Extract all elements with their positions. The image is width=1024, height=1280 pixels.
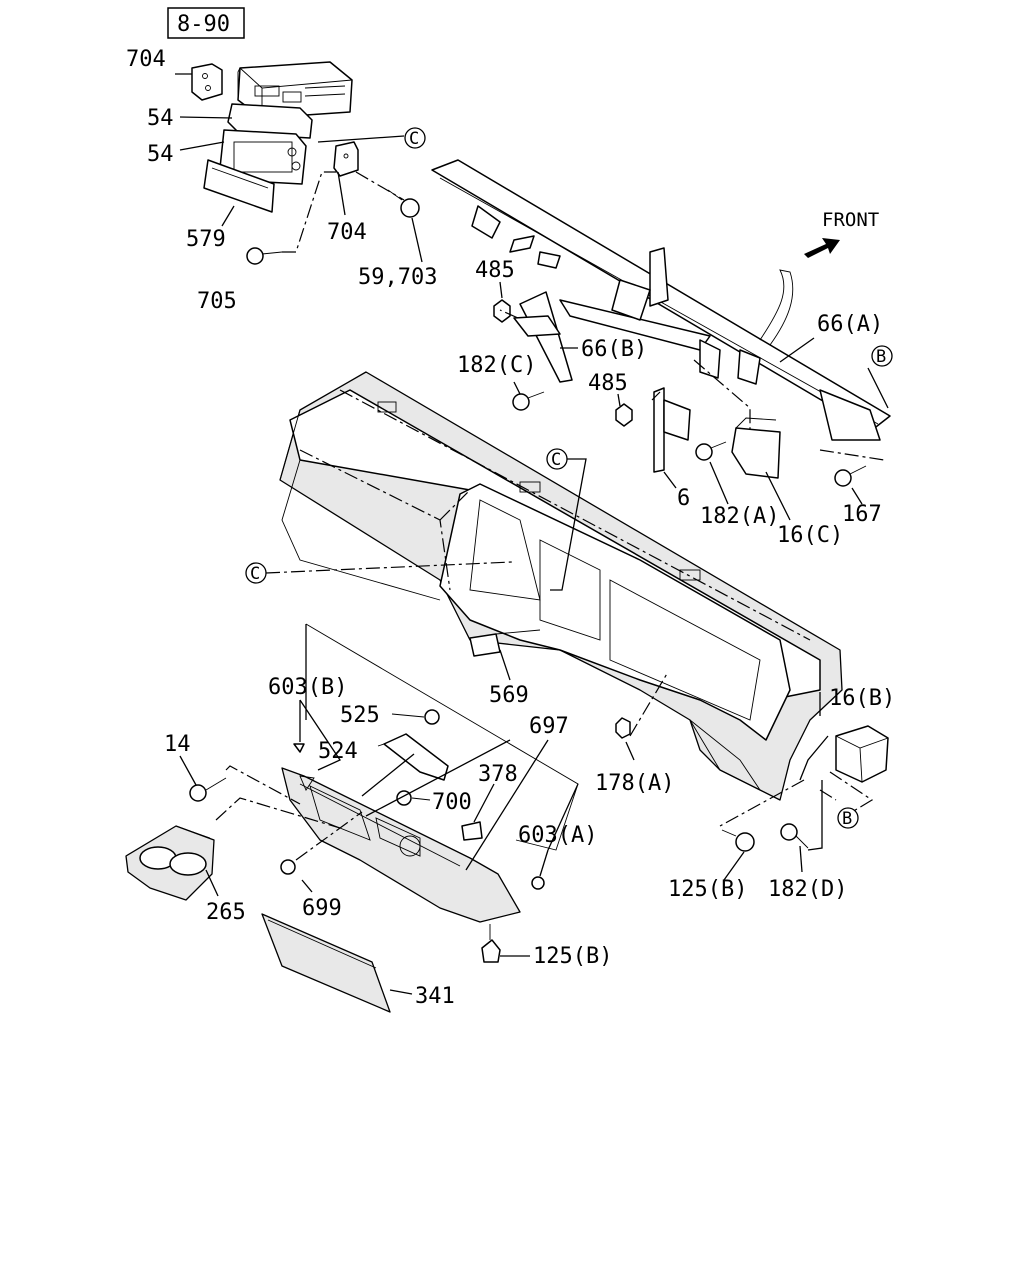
label-700: 700 xyxy=(432,790,472,815)
label-603b: 603(B) xyxy=(268,675,347,700)
ref-marker-c-1: C xyxy=(404,127,426,149)
glove-box-lid-341 xyxy=(261,913,413,1013)
ref-marker-c-3-text: C xyxy=(250,564,260,584)
label-603a: 603(A) xyxy=(518,823,597,848)
ref-marker-b-2-text: B xyxy=(842,809,852,829)
label-569: 569 xyxy=(489,683,529,708)
ref-marker-c-1-text: C xyxy=(409,129,419,149)
bumper-699 xyxy=(280,811,363,893)
label-66b: 66(B) xyxy=(581,337,647,362)
label-125b-bottom: 125(B) xyxy=(533,944,612,969)
reference-box-text: 8-90 xyxy=(177,12,230,37)
bracket-16b xyxy=(835,725,889,783)
bracket-66b xyxy=(513,291,573,383)
nut-178a xyxy=(615,671,669,761)
label-705: 705 xyxy=(197,289,237,314)
bolt-167 xyxy=(834,465,867,487)
label-54-upper: 54 xyxy=(147,106,174,131)
label-524: 524 xyxy=(318,739,358,764)
label-378: 378 xyxy=(478,762,518,787)
label-125b-right: 125(B) xyxy=(668,877,747,902)
front-arrow: FRONT xyxy=(804,209,879,258)
screw-59-703 xyxy=(387,189,420,218)
part-labels: 704 54 54 579 704 705 59,703 485 66(A) 6… xyxy=(126,47,895,1009)
tape-378 xyxy=(461,783,495,841)
reference-box: 8-90 xyxy=(167,7,245,39)
bolt-182d xyxy=(780,823,809,849)
pocket-524 xyxy=(377,733,449,781)
label-66a: 66(A) xyxy=(817,312,883,337)
ref-marker-c-2: C xyxy=(546,448,587,591)
label-16b: 16(B) xyxy=(829,686,895,711)
label-697: 697 xyxy=(529,714,569,739)
label-59-703: 59,703 xyxy=(358,265,437,290)
bracket-704-left xyxy=(191,63,223,101)
clip-125b-bottom xyxy=(481,924,530,963)
bracket-16c xyxy=(731,417,781,479)
clip-125b-right xyxy=(721,829,755,852)
ref-marker-b-1-text: B xyxy=(876,347,886,367)
instrument-panel xyxy=(279,371,843,801)
label-704-right: 704 xyxy=(327,220,367,245)
radio-unit xyxy=(237,61,353,119)
label-54-lower: 54 xyxy=(147,142,174,167)
ref-marker-b-2: B xyxy=(837,807,859,829)
bracket-704-right xyxy=(333,141,359,177)
clip-603a xyxy=(531,849,549,890)
cup-holder-265 xyxy=(125,797,341,901)
cross-car-beam xyxy=(431,159,891,441)
label-182c: 182(C) xyxy=(457,353,536,378)
ref-marker-c-2-text: C xyxy=(551,450,561,470)
label-6: 6 xyxy=(677,486,690,511)
bolt-182a xyxy=(695,441,727,461)
nut-485-upper xyxy=(493,299,511,323)
label-16c: 16(C) xyxy=(777,523,843,548)
label-265: 265 xyxy=(206,900,246,925)
label-525: 525 xyxy=(340,703,380,728)
label-341: 341 xyxy=(415,984,455,1009)
label-167: 167 xyxy=(842,502,882,527)
nut-485-lower xyxy=(615,403,633,427)
label-14: 14 xyxy=(164,732,191,757)
label-485-upper: 485 xyxy=(475,258,515,283)
label-485-lower: 485 xyxy=(588,371,628,396)
bolt-14 xyxy=(179,755,301,805)
label-178a: 178(A) xyxy=(595,771,674,796)
label-182a: 182(A) xyxy=(700,504,779,529)
front-label: FRONT xyxy=(822,209,879,231)
lower-panel-697 xyxy=(281,767,521,923)
screw-705 xyxy=(246,247,283,265)
label-704-left: 704 xyxy=(126,47,166,72)
label-579: 579 xyxy=(186,227,226,252)
label-699: 699 xyxy=(302,896,342,921)
bracket-569 xyxy=(469,629,541,657)
glove-box-frame-outline xyxy=(305,623,579,851)
ref-marker-c-3: C xyxy=(245,561,513,584)
screw-525 xyxy=(391,709,440,725)
panel-579 xyxy=(203,159,275,213)
bolt-182c xyxy=(512,391,545,411)
clip-603b xyxy=(293,700,305,753)
label-182d: 182(D) xyxy=(768,877,847,902)
bracket-6 xyxy=(653,387,691,473)
ref-marker-b-1: B xyxy=(871,345,893,367)
bezel-54 xyxy=(219,103,313,185)
